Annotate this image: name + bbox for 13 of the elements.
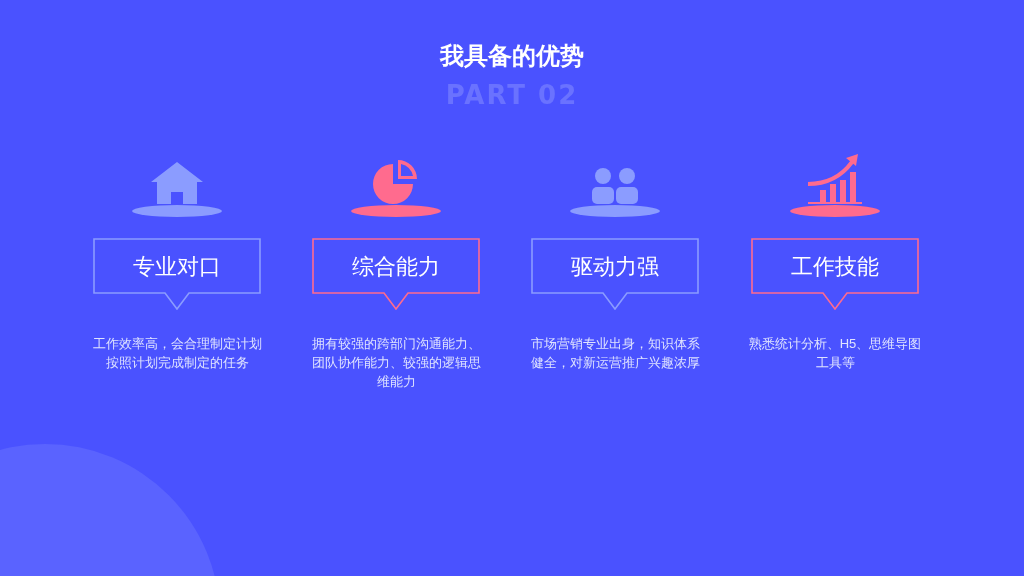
speech-bubble [93,238,261,310]
description: 工作效率高，会合理制定计划按照计划完成制定的任务 [91,335,263,372]
title: 我具备的优势 [439,41,585,71]
description: 拥有较强的跨部门沟通能力、团队协作能力、较强的逻辑思维能力 [310,335,482,391]
bubble-label: 驱动力强 [571,252,659,281]
description: 市场营销专业出身，知识体系健全，对新运营推广兴趣浓厚 [529,335,701,372]
bubble-label: 工作技能 [791,252,879,281]
bubble-label: 专业对口 [133,252,221,281]
speech-bubble [531,238,699,310]
bubble-label: 综合能力 [352,252,440,281]
description: 熟悉统计分析、H5、思维导图工具等 [747,335,923,372]
speech-bubble [312,238,480,310]
speech-bubble [751,238,919,310]
